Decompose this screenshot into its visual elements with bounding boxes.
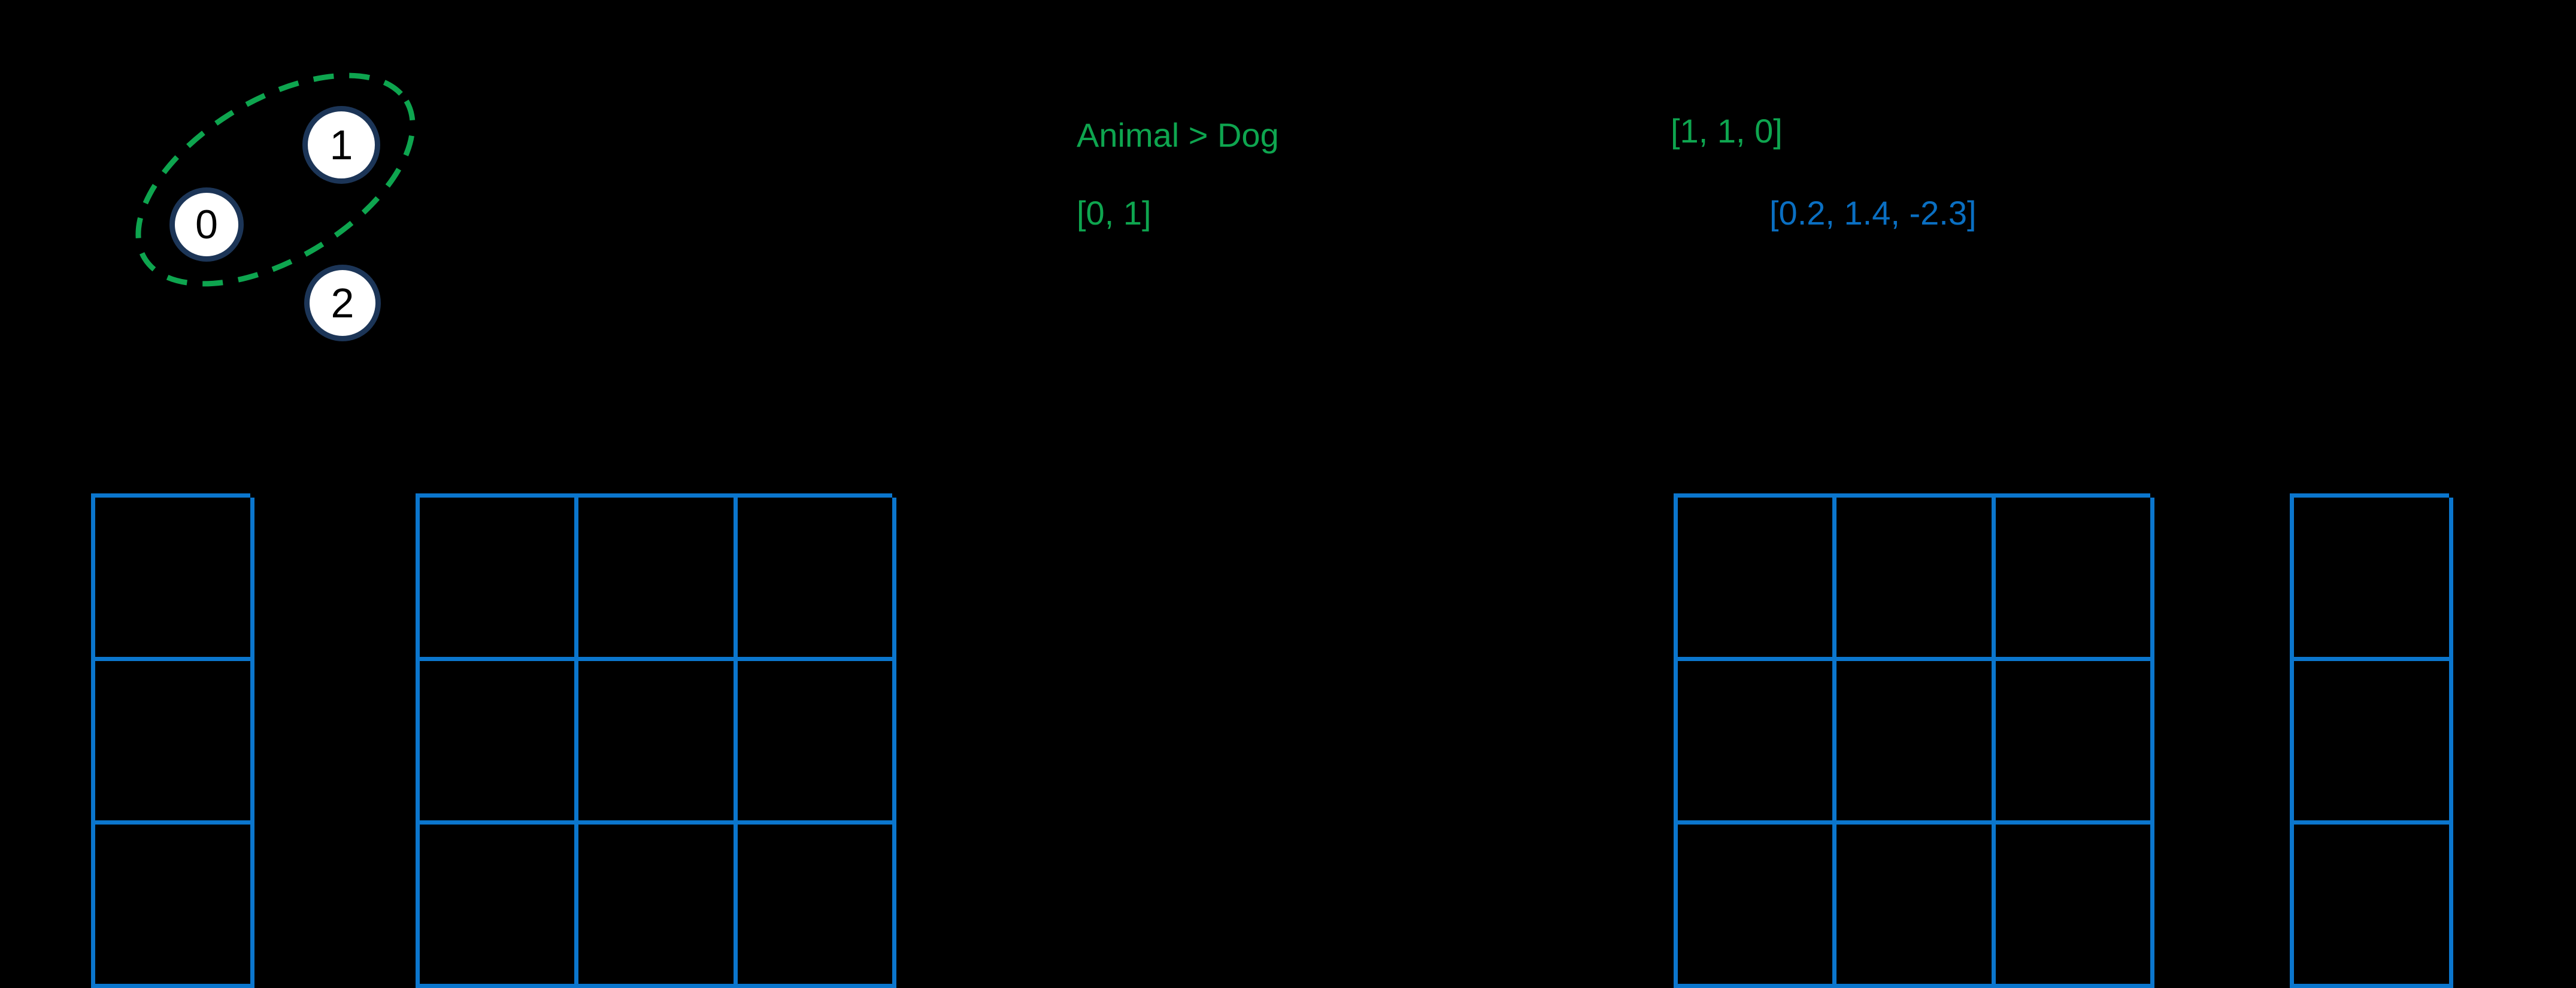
matrix-cell — [2294, 661, 2453, 825]
matrix-cell — [737, 661, 896, 825]
matrix-cell — [578, 661, 738, 825]
matrix-right-grid — [1674, 493, 2154, 988]
embedding-vector-label: [0.2, 1.4, -2.3] — [1769, 194, 1977, 232]
matrix-cell — [2294, 498, 2453, 661]
relation-label: Animal > Dog — [1077, 116, 1279, 154]
graph-node-0[interactable]: 0 — [169, 187, 244, 262]
matrix-cell — [1836, 498, 1996, 661]
graph-node-0-label: 0 — [195, 202, 218, 247]
matrix-cell — [1995, 825, 2154, 988]
diagram-canvas: 0 1 2 Animal > Dog [0, 1] [1, 1, 0] [0.2… — [91, 72, 2453, 988]
matrix-cell — [578, 825, 738, 988]
graph-node-2[interactable]: 2 — [304, 265, 381, 341]
matrix-left-vector — [91, 493, 254, 988]
matrix-cell — [420, 661, 579, 825]
matrix-cell — [95, 661, 254, 825]
matrix-cell — [1836, 661, 1996, 825]
matrix-cell — [1995, 498, 2154, 661]
matrix-cell — [420, 825, 579, 988]
matrix-cell — [1836, 825, 1996, 988]
matrix-cell — [578, 498, 738, 661]
graph-node-1[interactable]: 1 — [302, 106, 380, 184]
relation-indices-label: [0, 1] — [1077, 194, 1151, 232]
matrix-left-grid — [416, 493, 896, 988]
one-hot-vector-label: [1, 1, 0] — [1671, 112, 1783, 150]
matrix-cell — [737, 825, 896, 988]
matrix-cell — [95, 498, 254, 661]
matrix-right-vector — [2290, 493, 2453, 988]
matrix-cell — [420, 498, 579, 661]
group-ellipse-dashed — [135, 72, 416, 287]
matrix-cell — [1678, 498, 1837, 661]
matrix-cell — [1678, 661, 1837, 825]
matrix-cell — [95, 825, 254, 988]
matrix-cell — [1995, 661, 2154, 825]
graph-node-1-label: 1 — [329, 122, 353, 168]
graph-node-2-label: 2 — [331, 280, 354, 326]
matrix-cell — [2294, 825, 2453, 988]
matrix-cell — [737, 498, 896, 661]
matrix-cell — [1678, 825, 1837, 988]
